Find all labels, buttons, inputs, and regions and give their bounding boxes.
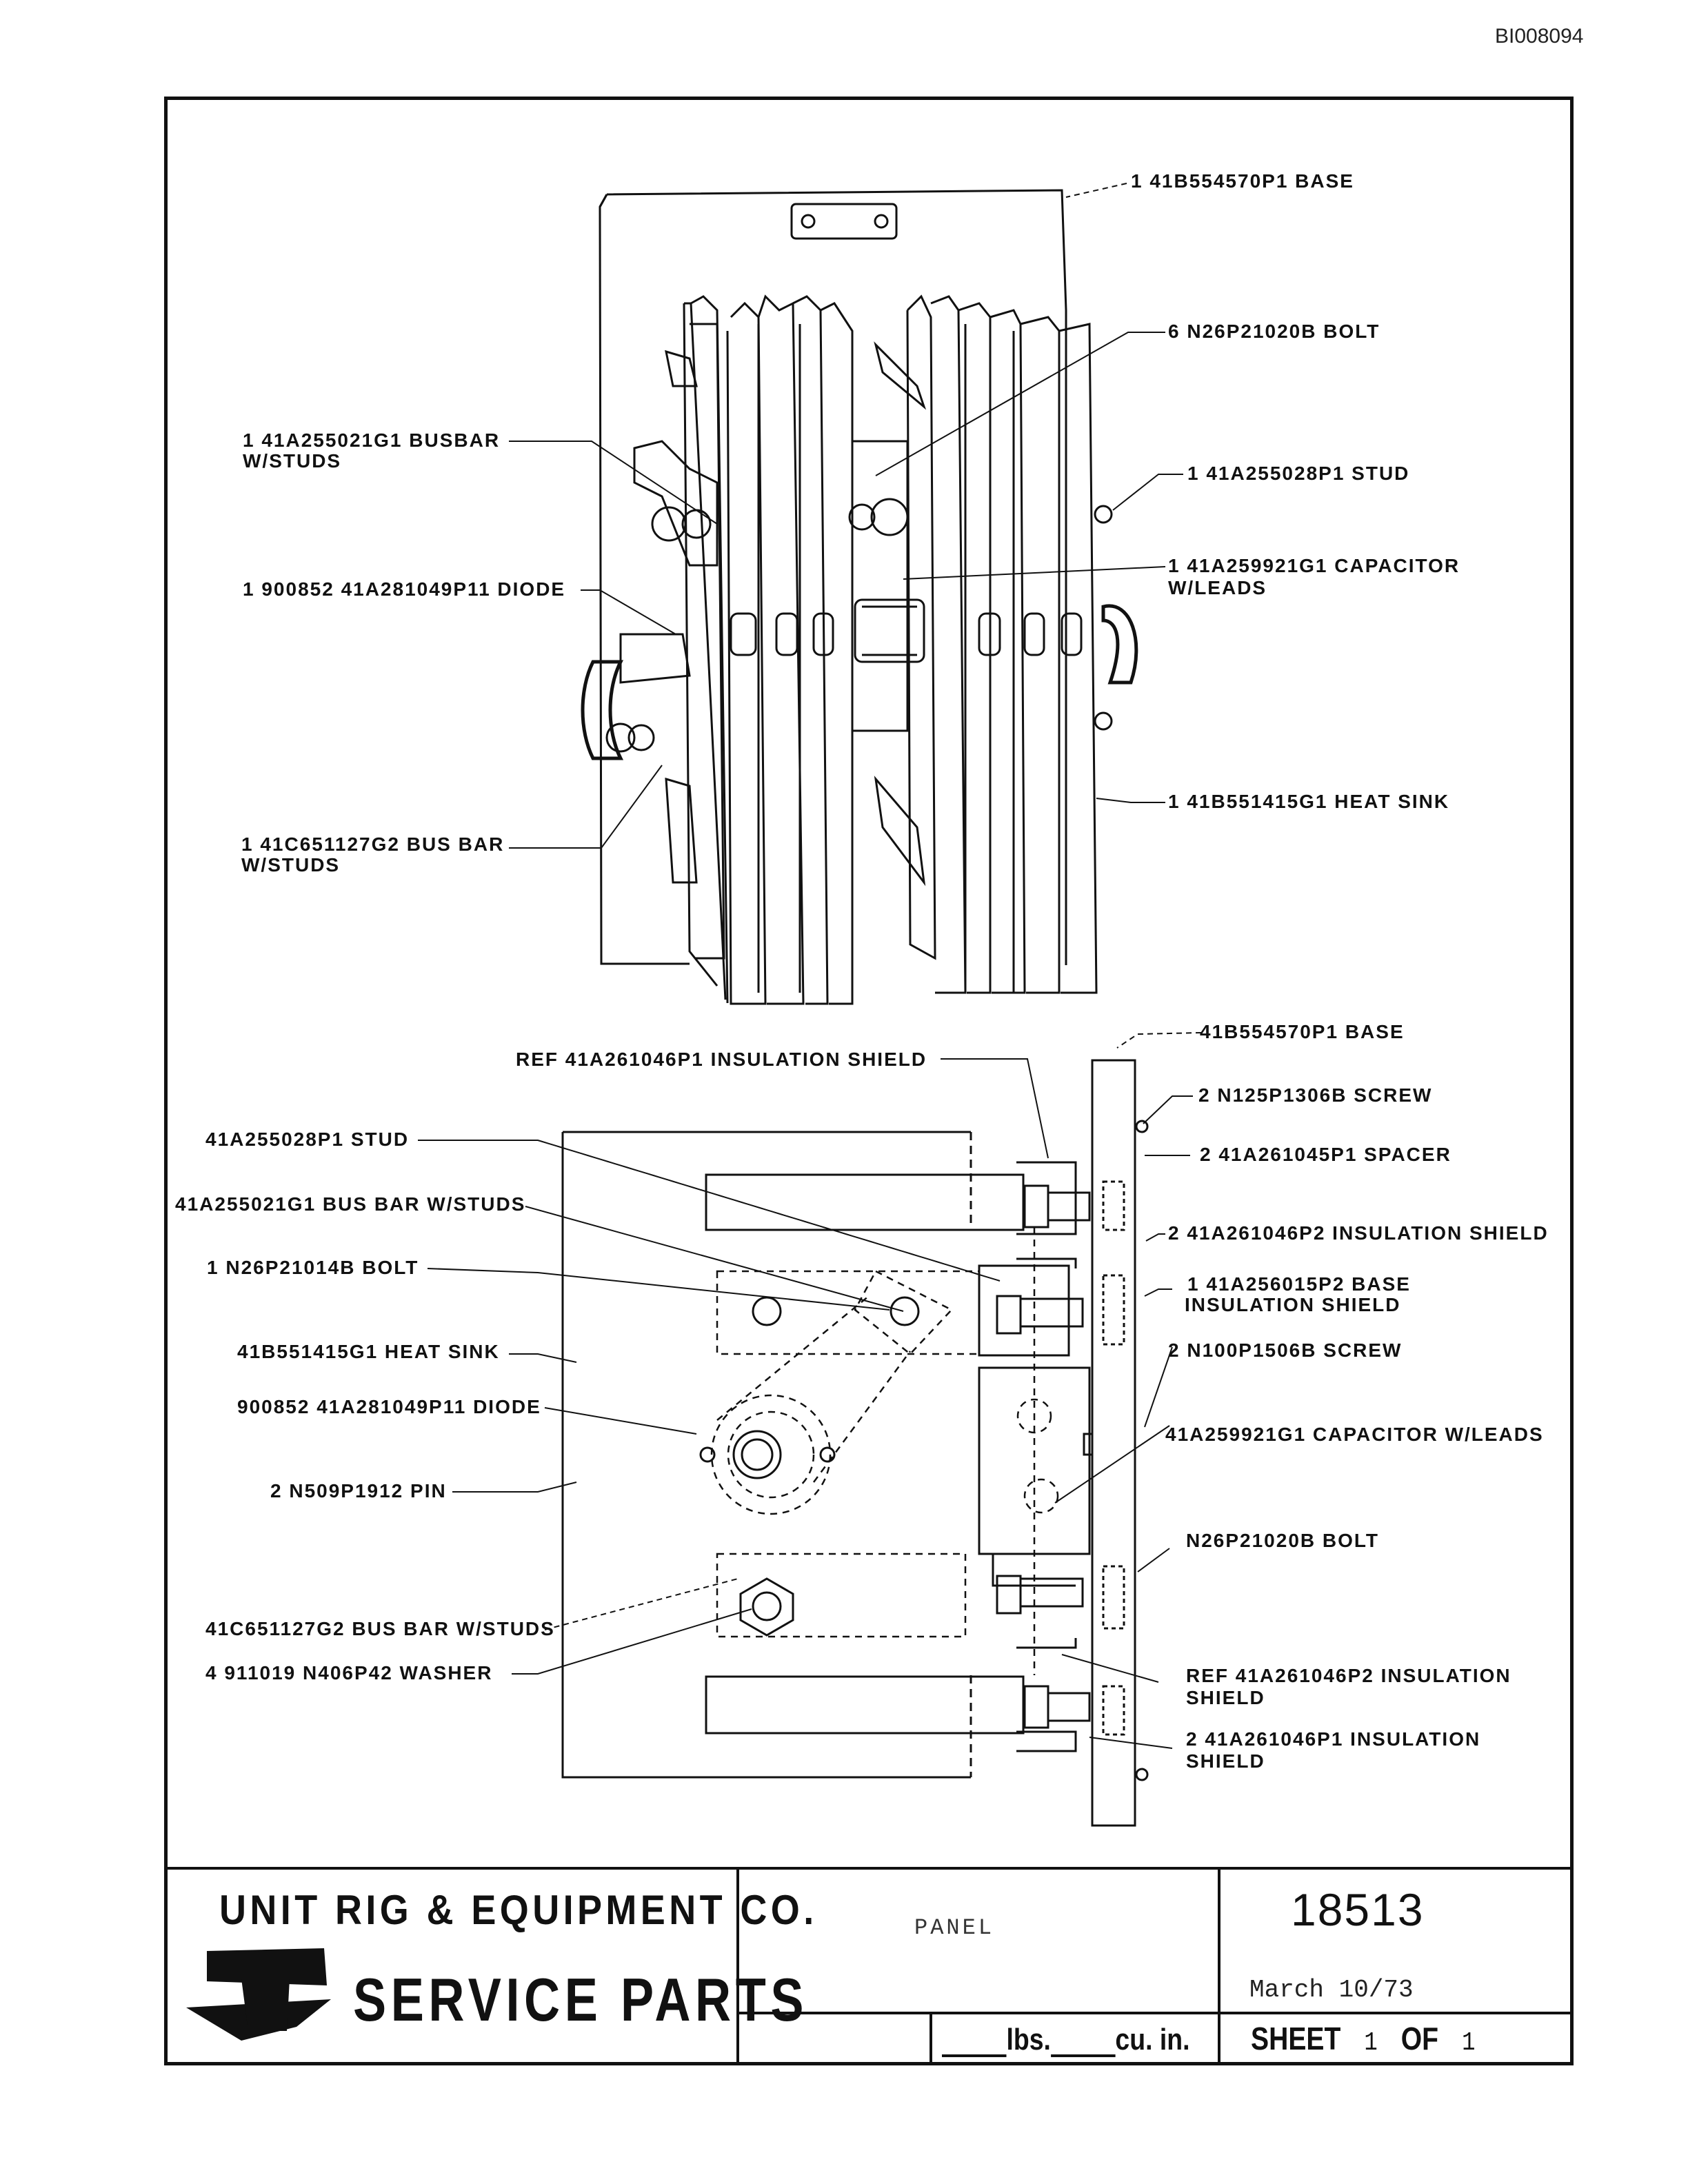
side-bolt-stack-3 xyxy=(996,1565,1125,1630)
label-capacitor-2: W/LEADS xyxy=(1168,577,1267,598)
left-heat-sink xyxy=(683,294,854,1005)
label-capacitor-bottom: 41A259921G1 CAPACITOR W/LEADS xyxy=(1165,1424,1544,1445)
label-screw-1: 2 N125P1306B SCREW xyxy=(1198,1084,1432,1106)
cu-in-label: cu. in. xyxy=(1115,2023,1190,2056)
label-bus-bar-2: W/STUDS xyxy=(241,854,340,876)
bottom-view-assembly xyxy=(561,1059,1149,1827)
label-busbar-1: 1 41A255021G1 BUSBAR xyxy=(243,429,500,451)
capacitor-braided-lead xyxy=(1101,604,1138,685)
bus-bar-top xyxy=(705,1173,1025,1231)
top-view-leaders xyxy=(509,183,1183,849)
label-diode: 1 900852 41A281049P11 DIODE xyxy=(243,578,565,600)
label-base-insulation-1: 1 41A256015P2 BASE xyxy=(1187,1273,1411,1295)
pin-right xyxy=(819,1446,836,1463)
label-capacitor-1: 1 41A259921G1 CAPACITOR xyxy=(1168,555,1460,576)
drawing-date: March 10/73 xyxy=(1249,1976,1414,2004)
bottom-hex-nut xyxy=(739,1577,794,1637)
label-washer: 4 911019 N406P42 WASHER xyxy=(205,1662,492,1684)
side-bolt-stack-1 xyxy=(1023,1180,1125,1231)
right-heat-sink xyxy=(906,294,1098,994)
label-ref-insulation-p2-2: SHIELD xyxy=(1186,1687,1265,1708)
nut-cluster-center xyxy=(848,498,925,663)
sheet-number: 1 xyxy=(1364,2028,1378,2058)
drawing-title: PANEL xyxy=(914,1915,995,1941)
company-name: UNIT RIG & EQUIPMENT CO. xyxy=(219,1887,818,1933)
insulation-shield-bottom xyxy=(1016,1730,1077,1752)
label-busbar-2: W/STUDS xyxy=(243,450,341,472)
busbar-bracket xyxy=(633,440,719,567)
label-screw-2: 2 N100P1506B SCREW xyxy=(1168,1339,1402,1361)
label-base-bottom: 41B554570P1 BASE xyxy=(1200,1021,1405,1042)
base-side-profile xyxy=(1091,1059,1136,1827)
label-insulation-p2: 2 41A261046P2 INSULATION SHIELD xyxy=(1168,1222,1549,1244)
drawing-frame xyxy=(164,97,1574,2065)
label-insulation-p1-2: SHIELD xyxy=(1186,1750,1265,1772)
label-pin: 2 N509P1912 PIN xyxy=(270,1480,447,1502)
sheet-label: SHEET xyxy=(1251,2021,1341,2056)
label-ref-insulation-p2-1: REF 41A261046P2 INSULATION xyxy=(1186,1665,1511,1686)
bottom-view-labels: REF 41A261046P1 INSULATION SHIELD 41B554… xyxy=(175,1021,1549,1772)
bus-bar-bottom xyxy=(705,1675,1025,1735)
label-stud-bottom: 41A255028P1 STUD xyxy=(205,1129,409,1150)
top-view-labels: 1 41B554570P1 BASE 6 N26P21020B BOLT 1 4… xyxy=(241,170,1460,876)
label-stud: 1 41A255028P1 STUD xyxy=(1187,463,1409,484)
drawing-number: 18513 xyxy=(1291,1884,1425,1935)
side-bolt-stack-2 xyxy=(996,1274,1125,1346)
label-diode-bottom: 900852 41A281049P11 DIODE xyxy=(237,1396,541,1417)
diode-braided-lead xyxy=(581,660,624,760)
busbar-tab-top xyxy=(665,350,698,387)
pin-left xyxy=(699,1446,716,1463)
label-base-insulation-2: INSULATION SHIELD xyxy=(1185,1294,1400,1315)
panel-outline xyxy=(561,1131,971,1779)
side-bolt-stack-4 xyxy=(1023,1685,1125,1736)
bottom-view-leaders xyxy=(418,1032,1202,1749)
label-insulation-p1-1: 2 41A261046P1 INSULATION xyxy=(1186,1728,1480,1750)
title-block-grid xyxy=(164,1867,1574,2065)
capacitor-side xyxy=(978,1366,1091,1555)
label-bus-bar-1: 1 41C651127G2 BUS BAR xyxy=(241,833,504,855)
stud-right-bottom xyxy=(1094,711,1113,731)
top-view-assembly xyxy=(581,189,1138,1005)
stud-right-top xyxy=(1094,505,1113,524)
busbar-tab-bottom xyxy=(665,777,698,884)
label-bus-bar-studs-2: 41C651127G2 BUS BAR W/STUDS xyxy=(205,1618,555,1639)
weight-volume-field: lbs. cu. in. xyxy=(942,2023,1189,2057)
center-hex-nut xyxy=(854,598,925,663)
lbs-blank xyxy=(942,2030,1007,2057)
document-id: BI008094 xyxy=(1495,25,1584,48)
fin-slots xyxy=(730,612,1083,656)
lbs-label: lbs. xyxy=(1006,2023,1051,2056)
diode-body xyxy=(732,1430,782,1479)
label-base: 1 41B554570P1 BASE xyxy=(1131,170,1354,192)
label-heat-sink-bottom: 41B551415G1 HEAT SINK xyxy=(237,1341,500,1362)
label-bolt: 6 N26P21020B BOLT xyxy=(1168,321,1380,342)
label-bus-bar-studs: 41A255021G1 BUS BAR W/STUDS xyxy=(175,1193,525,1215)
label-ref-insulation: REF 41A261046P1 INSULATION SHIELD xyxy=(516,1049,927,1070)
heat-sink-side-top xyxy=(978,1264,1070,1357)
service-parts-heading: SERVICE PARTS xyxy=(353,1965,809,2034)
insulation-shield-top xyxy=(1016,1161,1077,1235)
label-bolt-1: 1 N26P21014B BOLT xyxy=(207,1257,419,1278)
sheet-total: 1 xyxy=(1462,2028,1476,2058)
of-label: OF xyxy=(1400,2021,1439,2056)
label-spacer: 2 41A261045P1 SPACER xyxy=(1200,1144,1451,1165)
service-parts-logo-icon xyxy=(186,1948,331,2041)
label-heat-sink: 1 41B551415G1 HEAT SINK xyxy=(1168,791,1449,812)
label-bolt-2: N26P21020B BOLT xyxy=(1186,1530,1379,1551)
mounting-hole xyxy=(752,1296,782,1326)
base-slot xyxy=(790,203,898,240)
sheet-field: SHEET 1 OF 1 xyxy=(1251,2020,1498,2058)
cu-in-blank xyxy=(1050,2030,1116,2057)
nut-cluster-left xyxy=(605,506,712,753)
